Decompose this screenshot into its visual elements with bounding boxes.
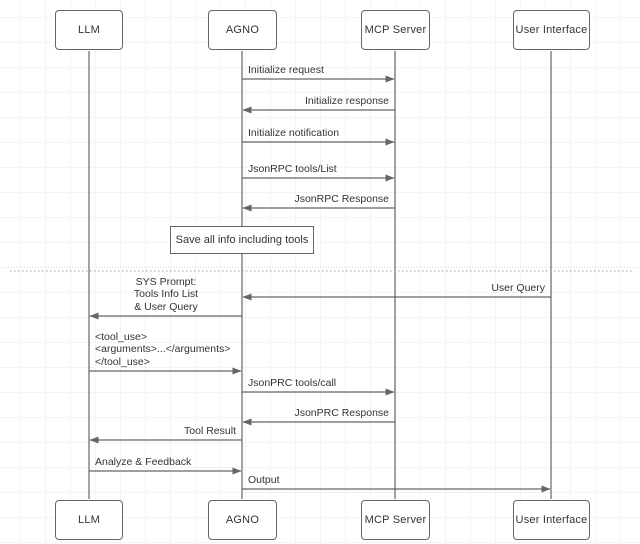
lifelines-group xyxy=(88,51,552,499)
participant-label: AGNO xyxy=(225,24,260,36)
participant-label: LLM xyxy=(78,514,100,526)
message-label-m13: Output xyxy=(248,473,280,486)
participant-label: LLM xyxy=(78,24,100,36)
participant-bottom-agno[interactable]: AGNO xyxy=(208,500,277,540)
message-label-m9: JsonPRC tools/call xyxy=(248,376,337,389)
participant-label: User Interface xyxy=(515,24,588,36)
message-label-m10: JsonPRC Response xyxy=(294,406,389,419)
message-label-m11: Tool Result xyxy=(184,424,236,437)
participant-bottom-mcp[interactable]: MCP Server xyxy=(361,500,430,540)
participant-label: MCP Server xyxy=(364,514,427,526)
participant-bottom-ui[interactable]: User Interface xyxy=(513,500,590,540)
message-arrows-group xyxy=(89,75,551,493)
participant-top-mcp[interactable]: MCP Server xyxy=(361,10,430,50)
message-label-m5: JsonRPC Response xyxy=(294,192,389,205)
participant-top-llm[interactable]: LLM xyxy=(55,10,123,50)
participant-label: User Interface xyxy=(515,514,588,526)
message-label-m4: JsonRPC tools/List xyxy=(248,162,337,175)
message-label-m6: User Query xyxy=(491,281,545,294)
note-label: Save all info including tools xyxy=(175,234,309,246)
participant-top-ui[interactable]: User Interface xyxy=(513,10,590,50)
participant-label: AGNO xyxy=(225,514,260,526)
message-label-m7: SYS Prompt: Tools Info List & User Query xyxy=(133,275,199,313)
message-label-m1: Initialize request xyxy=(248,63,324,76)
participant-label: MCP Server xyxy=(364,24,427,36)
message-label-m3: Initialize notification xyxy=(248,126,340,139)
message-label-m8: <tool_use> <arguments>...</arguments> </… xyxy=(95,330,231,368)
note-n1[interactable]: Save all info including tools xyxy=(170,226,314,254)
message-label-m2: Initialize response xyxy=(304,94,389,107)
message-label-m12: Analyze & Feedback xyxy=(95,455,192,468)
participant-top-agno[interactable]: AGNO xyxy=(208,10,277,50)
participant-bottom-llm[interactable]: LLM xyxy=(55,500,123,540)
